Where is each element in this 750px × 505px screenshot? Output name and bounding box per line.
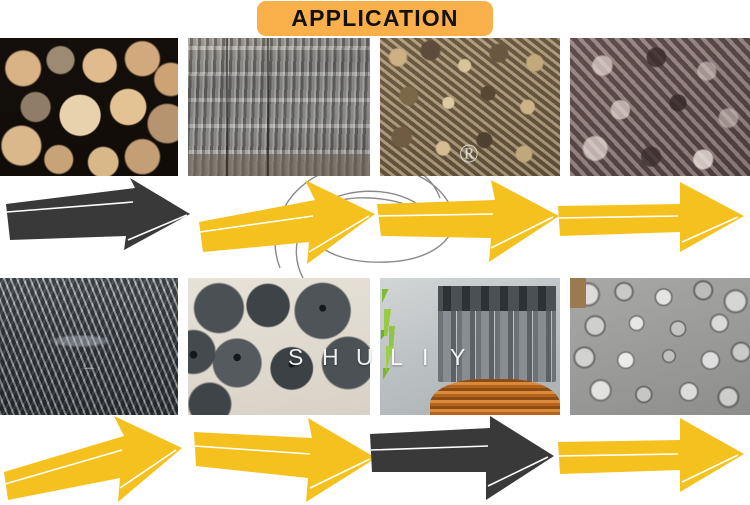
arrow-7 xyxy=(370,416,554,500)
photo-charcoal-discs[interactable] xyxy=(188,278,370,415)
arrow-1 xyxy=(6,178,190,250)
photo-logs-texture xyxy=(0,38,178,176)
finished-products-arrow-row xyxy=(0,416,750,504)
arrow-5 xyxy=(4,416,182,502)
woven-basket xyxy=(430,379,560,415)
arrow-8 xyxy=(558,418,744,492)
raw-materials-arrow-row xyxy=(0,178,750,266)
arrow-4 xyxy=(558,182,744,252)
photo-shell-charcoal-texture xyxy=(570,38,750,176)
photo-gap xyxy=(178,278,188,415)
photo-bamboo-tubes[interactable] xyxy=(380,278,560,415)
photo-gap xyxy=(178,38,188,176)
photo-gap xyxy=(560,38,570,176)
arrow-2 xyxy=(199,180,375,264)
photo-gap xyxy=(560,278,570,415)
raw-materials-photo-row xyxy=(0,38,750,176)
photo-wood-chips-texture xyxy=(380,38,560,176)
photo-gap xyxy=(370,278,380,415)
photo-briquette-bin[interactable] xyxy=(0,278,178,415)
photo-wood-sticks[interactable] xyxy=(188,38,370,176)
photo-shell-charcoal[interactable] xyxy=(570,38,750,176)
finished-products-photo-row xyxy=(0,278,750,415)
photo-charcoal-discs-texture xyxy=(188,278,370,415)
photo-gap xyxy=(370,38,380,176)
photo-shell-cups-corner xyxy=(570,278,587,309)
photo-wood-chips[interactable] xyxy=(380,38,560,176)
title-banner: APPLICATION xyxy=(257,0,493,36)
page-title: APPLICATION xyxy=(291,4,459,31)
bamboo-charcoal-tubes xyxy=(437,286,557,383)
title-banner-container: APPLICATION xyxy=(0,0,750,36)
photo-logs[interactable] xyxy=(0,38,178,176)
photo-shell-cups[interactable] xyxy=(570,278,750,415)
photo-wood-sticks-texture xyxy=(188,38,370,176)
arrow-6 xyxy=(194,418,376,502)
photo-briquette-bin-texture xyxy=(0,278,178,415)
arrow-3 xyxy=(377,180,559,262)
